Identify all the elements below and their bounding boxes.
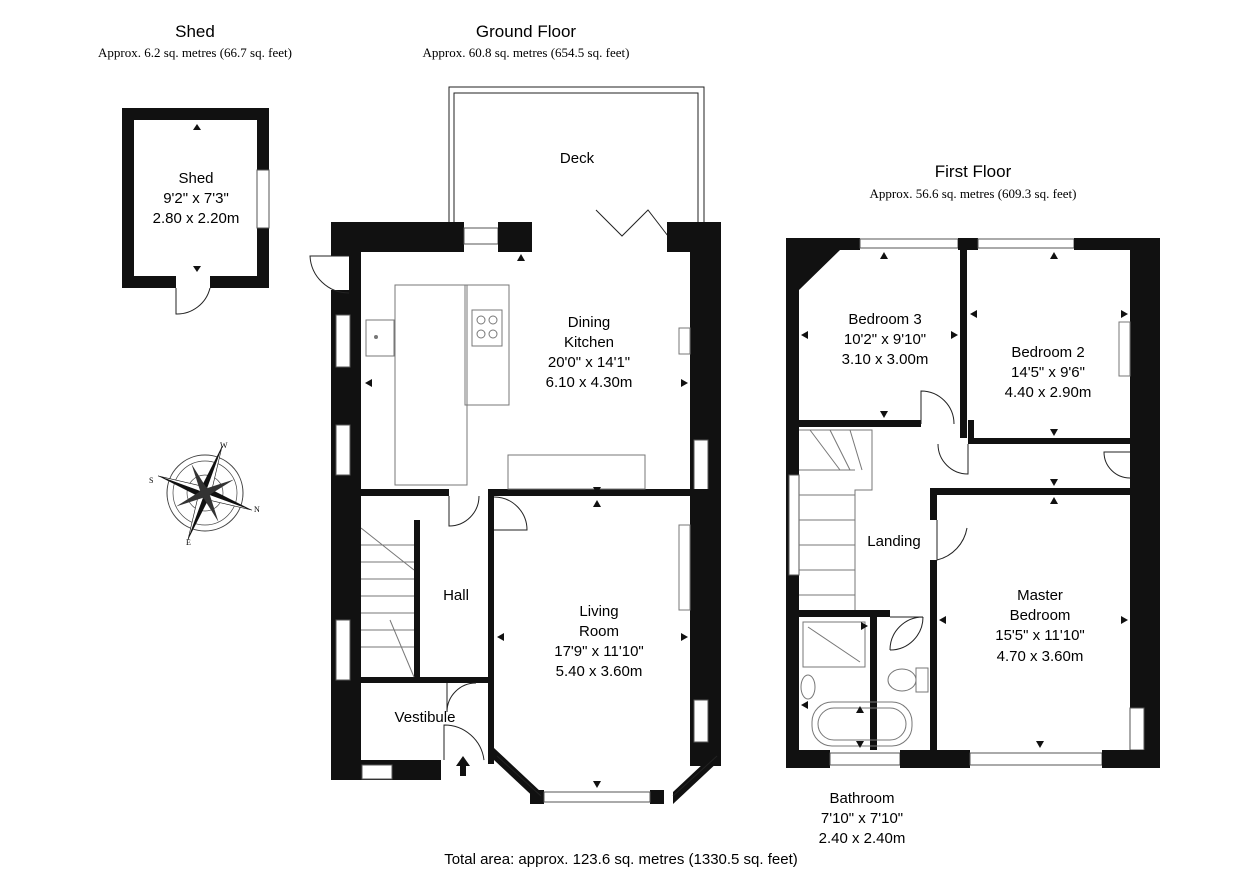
total-area: Total area: approx. 123.6 sq. metres (13… bbox=[444, 851, 798, 868]
shed-title: Shed bbox=[175, 22, 215, 41]
ground-floor-plan bbox=[309, 86, 721, 804]
first-floor-plan bbox=[786, 238, 1160, 768]
dining-kitchen-name-1: Dining bbox=[568, 314, 611, 331]
living-room-metric: 5.40 x 3.60m bbox=[556, 663, 643, 680]
master-bedroom-name-1: Master bbox=[1017, 587, 1063, 604]
bathroom-metric: 2.40 x 2.40m bbox=[819, 830, 906, 847]
master-bedroom-metric: 4.70 x 3.60m bbox=[997, 648, 1084, 665]
bedroom3-name: Bedroom 3 bbox=[848, 311, 921, 328]
ground-floor-area: Approx. 60.8 sq. metres (654.5 sq. feet) bbox=[423, 45, 630, 60]
shed-room-imperial: 9'2" x 7'3" bbox=[163, 190, 229, 207]
shed-area: Approx. 6.2 sq. metres (66.7 sq. feet) bbox=[98, 45, 292, 60]
first-floor-title: First Floor bbox=[935, 162, 1012, 181]
living-room-imperial: 17'9" x 11'10" bbox=[554, 643, 644, 660]
bedroom2-imperial: 14'5" x 9'6" bbox=[1011, 364, 1085, 381]
master-bedroom-imperial: 15'5" x 11'10" bbox=[995, 627, 1085, 644]
living-room-name-2: Room bbox=[579, 623, 619, 640]
master-bedroom-name-2: Bedroom bbox=[1010, 607, 1071, 624]
dining-kitchen-name-2: Kitchen bbox=[564, 334, 614, 351]
compass-rose-icon: W N E S bbox=[149, 441, 260, 547]
deck-name: Deck bbox=[560, 150, 595, 167]
bathroom-imperial: 7'10" x 7'10" bbox=[821, 810, 903, 827]
compass-label-e: E bbox=[186, 538, 191, 547]
shed-room-name: Shed bbox=[178, 170, 213, 187]
bedroom2-metric: 4.40 x 2.90m bbox=[1005, 384, 1092, 401]
vestibule-name: Vestibule bbox=[395, 709, 456, 726]
shed-plan bbox=[122, 108, 270, 315]
first-floor-area: Approx. 56.6 sq. metres (609.3 sq. feet) bbox=[870, 186, 1077, 201]
compass-label-n: N bbox=[254, 505, 260, 514]
living-room-name-1: Living bbox=[579, 603, 618, 620]
bedroom3-imperial: 10'2" x 9'10" bbox=[844, 331, 926, 348]
bathroom-name: Bathroom bbox=[829, 790, 894, 807]
landing-name: Landing bbox=[867, 533, 920, 550]
dining-kitchen-metric: 6.10 x 4.30m bbox=[546, 374, 633, 391]
compass-label-w: W bbox=[220, 441, 228, 450]
bedroom2-name: Bedroom 2 bbox=[1011, 344, 1084, 361]
compass-label-s: S bbox=[149, 476, 153, 485]
shed-room-metric: 2.80 x 2.20m bbox=[153, 210, 240, 227]
ground-floor-title: Ground Floor bbox=[476, 22, 576, 41]
bedroom3-metric: 3.10 x 3.00m bbox=[842, 351, 929, 368]
dining-kitchen-imperial: 20'0" x 14'1" bbox=[548, 354, 630, 371]
hall-name: Hall bbox=[443, 587, 469, 604]
